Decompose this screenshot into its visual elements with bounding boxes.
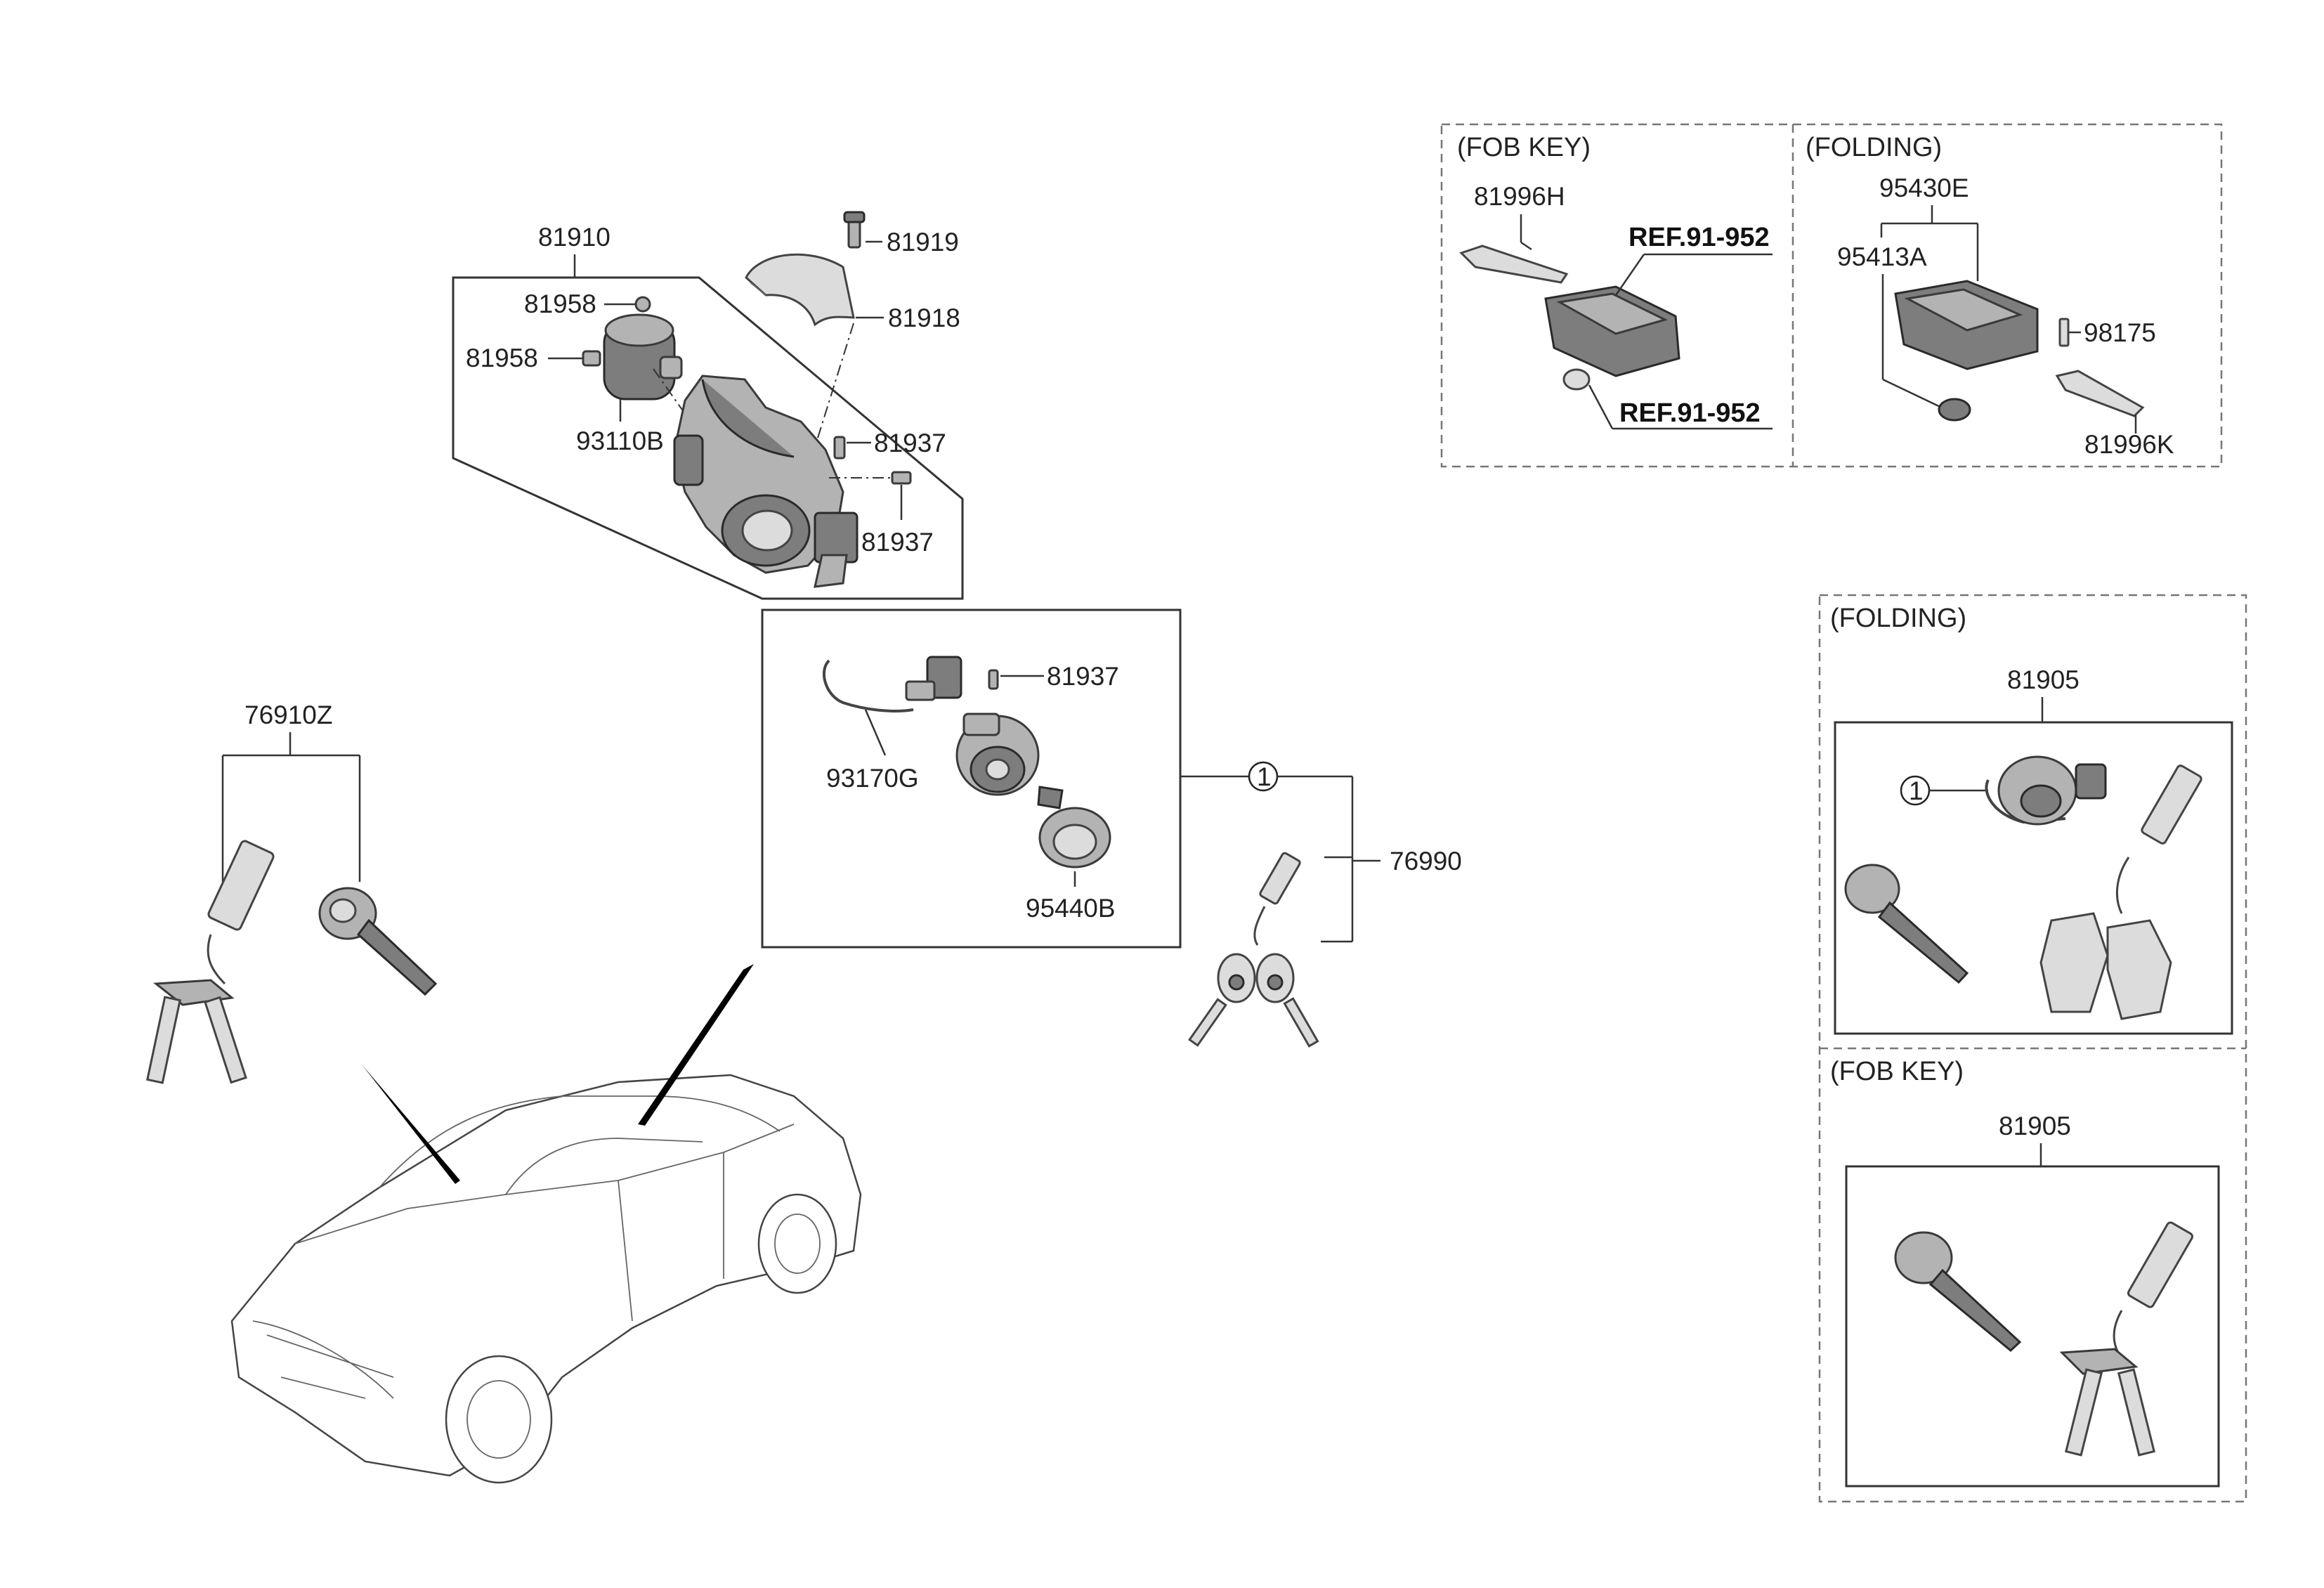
bezel-ring-icon [1037,786,1111,868]
circle-ref-label-kit: 1 [1909,776,1924,805]
folding-key-icon [145,840,275,1084]
steering-lock-body-icon [673,375,859,588]
label-95430E: 95430E [1879,174,1969,202]
folding-key-icon [2059,1310,2156,1457]
label-81918: 81918 [888,304,960,332]
key-76910z-group: 76910Z [145,701,438,1084]
screw-icon [891,471,912,485]
label-81937-upper: 81937 [874,429,946,457]
door-lock-cylinder-icon [1844,864,1969,984]
label-95440B: 95440B [1026,894,1116,923]
smart-key-panel: (FOB KEY) 81996H REF.91-952 REF.91-952 (… [1440,123,2223,468]
fob-key-header: (FOB KEY) [1457,133,1591,162]
key-tag-icon [2127,1221,2193,1308]
label-76910Z: 76910Z [244,701,333,729]
folding-key-fob-icon [1894,280,2039,370]
ref-link-lower[interactable]: REF.91-952 [1619,398,1761,428]
kit-fob-header: (FOB KEY) [1830,1057,1964,1086]
ignition-cylinder-icon [1985,755,2107,826]
pointer-arrow [362,1065,460,1184]
ignition-cylinder-group: 93170G 81937 95440B [761,608,1182,949]
kit-fob-frame [1845,1165,2220,1488]
coin-battery-icon [1938,398,1971,422]
wiring-harness-icon [822,656,962,712]
key-tag-icon [2141,764,2202,845]
emergency-key-blade-icon [2055,370,2145,417]
ref-link-upper[interactable]: REF.91-952 [1628,223,1770,252]
lock-kit-panel: (FOLDING) 81905 1 (FOB KEY) 81905 [1818,594,2247,1503]
label-93170G: 93170G [826,764,919,793]
ignition-switch-body-icon [603,313,683,401]
coin-battery-icon [1562,368,1591,391]
smart-key-frame [1440,123,2223,468]
key-set-icon [1188,852,1319,1048]
label-81937-lower: 81937 [861,528,934,557]
label-81958-left: 81958 [466,344,538,372]
label-81905-fob: 81905 [1999,1112,2071,1140]
door-lock-cylinder-icon [1894,1231,2022,1352]
pointer-arrow [638,964,754,1126]
key-set-76990-group: 1 76990 [1180,761,1462,1048]
label-81958-top: 81958 [524,289,596,318]
label-95413A: 95413A [1837,242,1927,271]
key-seal-icon [2058,318,2070,347]
label-81905-folding: 81905 [2007,665,2080,694]
label-81996H: 81996H [1474,182,1565,211]
screw-icon [843,211,866,249]
screw-icon [988,669,999,690]
ignition-lock-assembly-group: 81910 81919 81918 81958 81958 [452,211,964,600]
label-93110B: 93110B [576,427,664,455]
label-81937-box: 81937 [1047,662,1119,691]
steering-lock-cover-icon [745,253,855,327]
circle-ref-label: 1 [1257,762,1272,791]
folding-header: (FOLDING) [1806,133,1942,162]
car-outline-icon [230,964,862,1484]
screw-icon [634,296,651,313]
label-81910: 81910 [538,223,611,252]
key-fob-icon [1544,285,1680,377]
assembly-frame [452,276,964,600]
label-98175: 98175 [2084,318,2156,347]
screw-icon [833,436,846,460]
door-lock-cylinder-icon [318,887,438,996]
cylinder-frame [761,608,1182,949]
emergency-key-blade-icon [1459,245,1569,284]
ignition-cylinder-icon [955,712,1040,796]
folding-key-icon [2039,857,2172,1020]
label-76990: 76990 [1390,847,1462,876]
kit-folding-frame [1834,721,2233,1035]
screw-icon [582,350,601,367]
kit-folding-header: (FOLDING) [1830,604,1966,633]
label-81919: 81919 [887,228,959,256]
label-81996K: 81996K [2084,430,2174,459]
